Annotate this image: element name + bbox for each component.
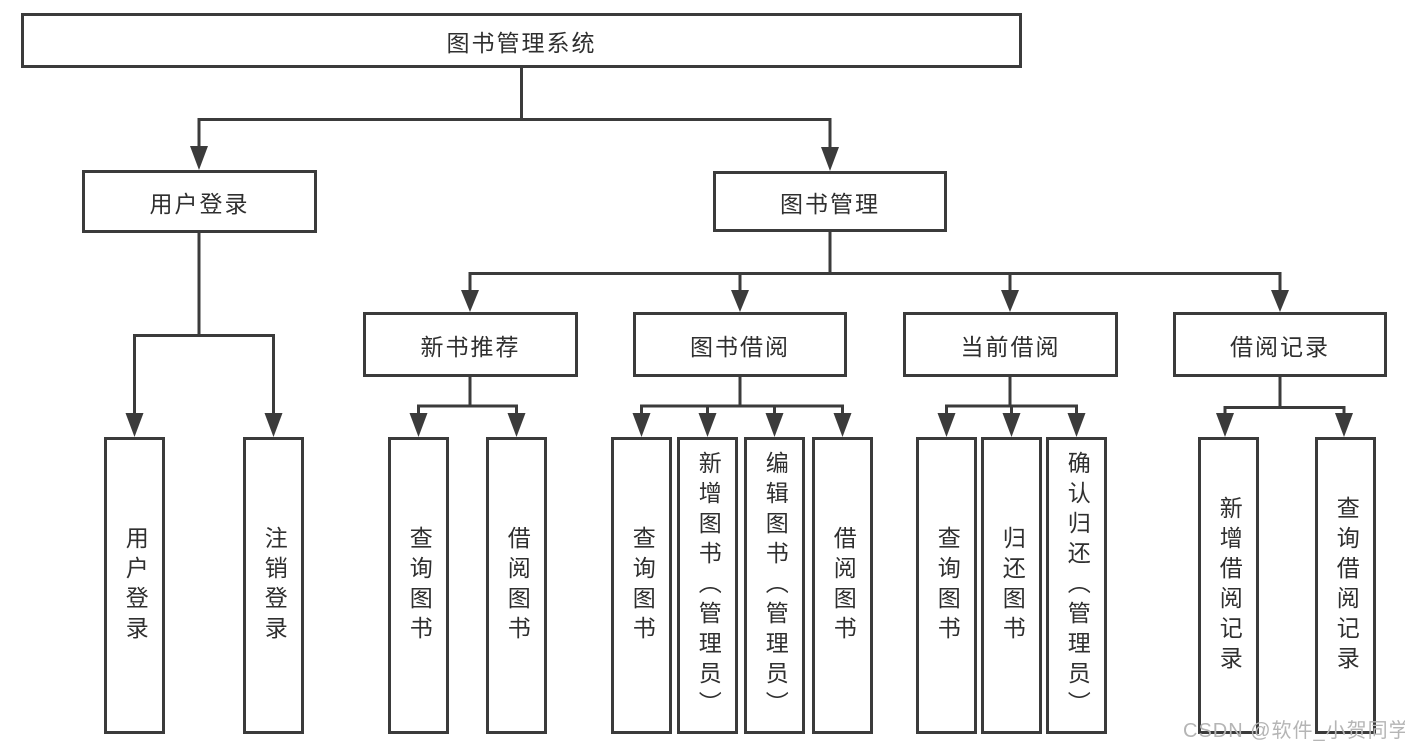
node-book-management: 图书管理	[713, 171, 947, 232]
leaf-add-books-admin-label: 新增图书（管理员）	[695, 450, 722, 721]
leaf-query-books-recommend-label: 查询图书	[406, 525, 433, 646]
leaf-logout-login-label: 注销登录	[261, 525, 288, 646]
leaf-query-books-recommend: 查询图书	[388, 437, 449, 734]
leaf-confirm-return-admin: 确认归还（管理员）	[1046, 437, 1107, 734]
leaf-user-login-label: 用户登录	[122, 525, 149, 646]
leaf-query-books-borrowing: 查询图书	[611, 437, 672, 734]
leaf-borrow-books-recommend-label: 借阅图书	[504, 525, 531, 646]
watermark: CSDN @软件_小贺同学	[1183, 720, 1405, 742]
node-user-login: 用户登录	[82, 170, 317, 233]
leaf-return-books: 归还图书	[981, 437, 1042, 734]
leaf-borrow-books-borrowing-label: 借阅图书	[830, 525, 857, 646]
leaf-edit-books-admin-label: 编辑图书（管理员）	[762, 450, 789, 721]
leaf-user-login: 用户登录	[104, 437, 165, 734]
leaf-query-books-borrowing-label: 查询图书	[629, 525, 656, 646]
node-root: 图书管理系统	[21, 13, 1022, 68]
node-user-login-label: 用户登录	[149, 190, 250, 217]
leaf-query-borrow-record: 查询借阅记录	[1315, 437, 1376, 734]
node-book-borrowing: 图书借阅	[633, 312, 847, 377]
node-book-management-label: 图书管理	[780, 190, 880, 217]
leaf-add-borrow-record: 新增借阅记录	[1198, 437, 1259, 734]
leaf-borrow-books-borrowing: 借阅图书	[812, 437, 873, 734]
node-current-borrowing: 当前借阅	[903, 312, 1118, 377]
leaf-borrow-books-recommend: 借阅图书	[486, 437, 547, 734]
leaf-logout-login: 注销登录	[243, 437, 304, 734]
arrowheads	[125, 146, 1353, 437]
leaf-confirm-return-admin-label: 确认归还（管理员）	[1064, 450, 1091, 721]
node-new-book-recommendation-label: 新书推荐	[420, 333, 521, 360]
leaf-return-books-label: 归还图书	[999, 525, 1026, 646]
node-current-borrowing-label: 当前借阅	[960, 333, 1061, 360]
node-borrowing-records: 借阅记录	[1173, 312, 1387, 377]
leaf-query-books-current-label: 查询图书	[934, 525, 961, 646]
node-new-book-recommendation: 新书推荐	[363, 312, 578, 377]
leaf-query-borrow-record-label: 查询借阅记录	[1333, 495, 1360, 676]
node-book-borrowing-label: 图书借阅	[690, 333, 790, 360]
leaf-add-borrow-record-label: 新增借阅记录	[1216, 495, 1243, 676]
leaf-query-books-current: 查询图书	[916, 437, 977, 734]
node-borrowing-records-label: 借阅记录	[1230, 333, 1330, 360]
leaf-add-books-admin: 新增图书（管理员）	[677, 437, 738, 734]
node-root-label: 图书管理系统	[446, 29, 597, 56]
leaf-edit-books-admin: 编辑图书（管理员）	[744, 437, 805, 734]
